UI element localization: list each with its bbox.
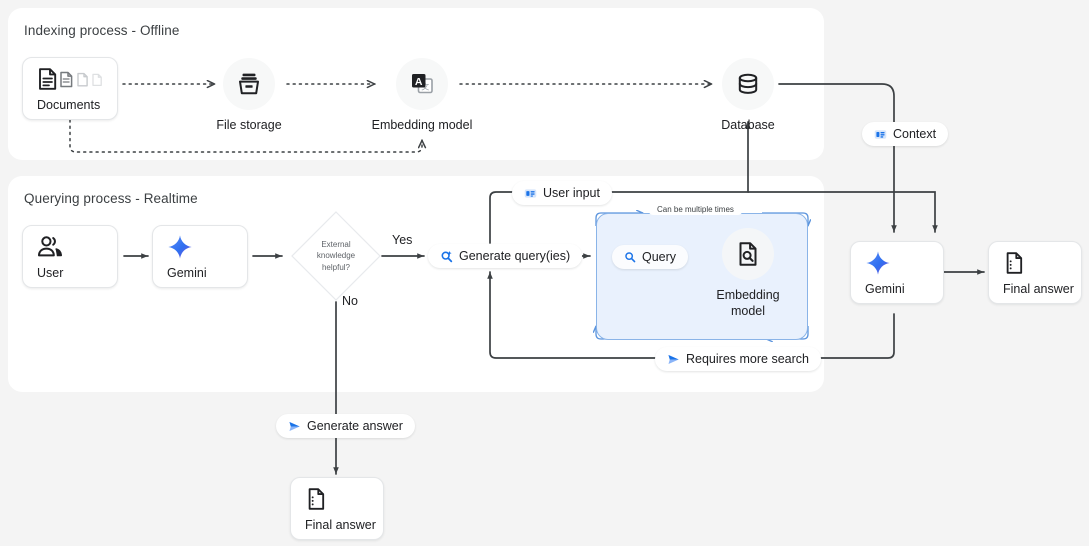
node-gemini-right-label: Gemini — [865, 281, 905, 296]
node-documents-label: Documents — [37, 97, 101, 112]
loop-caption: Can be multiple times — [648, 204, 743, 215]
archive-box-icon — [223, 58, 275, 110]
user-group-icon — [37, 234, 117, 260]
send-play-icon — [288, 420, 301, 433]
pill-generate-queries[interactable]: Generate query(ies) — [428, 244, 583, 268]
node-documents[interactable]: Documents — [22, 57, 118, 120]
pill-generate-answer-label: Generate answer — [307, 419, 403, 433]
pill-query-label: Query — [642, 250, 677, 264]
pill-requires-more-search-label: Requires more search — [686, 352, 809, 366]
decision-label: External knowledge helpful? — [290, 210, 382, 302]
pill-context-label: Context — [893, 127, 937, 141]
decision-external-knowledge-helpful[interactable]: External knowledge helpful? — [290, 210, 382, 302]
translate-icon: 文 A — [396, 58, 448, 110]
query-search-icon — [440, 250, 453, 263]
loop-group-retrieval — [596, 213, 808, 340]
svg-text:A: A — [415, 76, 423, 88]
node-user-label: User — [37, 265, 64, 280]
node-file-storage-label: File storage — [216, 118, 282, 132]
node-final-answer-bottom[interactable]: Final answer — [290, 477, 384, 540]
pill-generate-answer[interactable]: Generate answer — [276, 414, 415, 438]
edge-label-yes: Yes — [392, 233, 413, 247]
document-list-icon — [1003, 250, 1081, 276]
send-play-icon — [667, 353, 680, 366]
node-user[interactable]: User — [22, 225, 118, 288]
pill-query[interactable]: Query — [612, 245, 689, 269]
node-embedding-model-query[interactable]: Embedding model — [688, 228, 808, 319]
node-file-storage[interactable]: File storage — [189, 58, 309, 134]
documents-stack-icon — [37, 66, 117, 92]
context-card-icon — [874, 128, 887, 141]
node-database[interactable]: Database — [688, 58, 808, 134]
search-icon — [624, 251, 636, 263]
node-database-label: Database — [721, 118, 775, 132]
document-search-icon — [722, 228, 774, 280]
node-final-answer-right[interactable]: Final answer — [988, 241, 1082, 304]
pill-requires-more-search[interactable]: Requires more search — [655, 347, 821, 371]
gemini-sparkle-icon — [167, 234, 247, 260]
database-cylinder-icon — [722, 58, 774, 110]
node-final-answer-right-label: Final answer — [1003, 281, 1074, 296]
panel-querying-title: Querying process - Realtime — [24, 191, 198, 206]
decision-line-2: knowledge — [316, 251, 356, 261]
gemini-sparkle-icon — [865, 250, 943, 276]
node-final-answer-bottom-label: Final answer — [305, 517, 376, 532]
pill-user-input[interactable]: User input — [512, 181, 612, 205]
document-list-icon — [305, 486, 383, 512]
pill-user-input-label: User input — [543, 186, 600, 200]
panel-indexing-title: Indexing process - Offline — [24, 23, 180, 38]
node-embedding-model-index[interactable]: 文 A Embedding model — [362, 58, 482, 134]
node-embedding-model-index-label: Embedding model — [371, 118, 473, 132]
node-embedding-model-query-label: Embedding model — [716, 288, 780, 318]
node-gemini-left-label: Gemini — [167, 265, 207, 280]
node-gemini-right[interactable]: Gemini — [850, 241, 944, 304]
edge-label-no: No — [342, 294, 358, 308]
decision-line-3: helpful? — [321, 262, 351, 272]
pill-context[interactable]: Context — [862, 122, 949, 146]
pill-generate-queries-label: Generate query(ies) — [459, 249, 571, 263]
node-gemini-left[interactable]: Gemini — [152, 225, 248, 288]
input-card-icon — [524, 187, 537, 200]
decision-line-1: External — [321, 239, 351, 249]
